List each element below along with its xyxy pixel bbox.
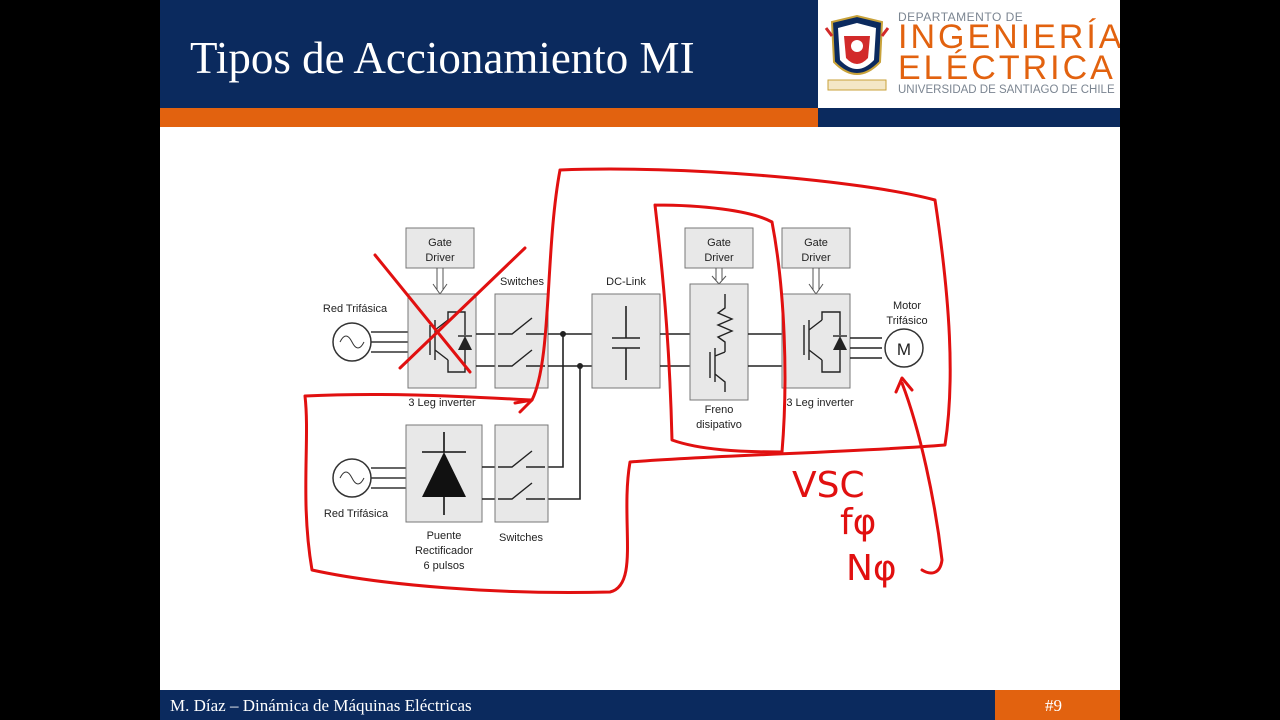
svg-text:DC-Link: DC-Link xyxy=(606,276,646,288)
svg-text:Switches: Switches xyxy=(500,276,545,288)
inverter-block-right: 3 Leg inverter xyxy=(781,293,854,409)
svg-text:Red Trifásica: Red Trifásica xyxy=(324,508,389,520)
handwritten-notes: VSC fφ Nφ xyxy=(792,465,897,589)
svg-text:Puente: Puente xyxy=(427,530,462,542)
svg-text:disipativo: disipativo xyxy=(696,419,742,431)
rectifier-block: Puente Rectificador 6 pulsos xyxy=(405,424,483,572)
motor-symbol: Motor Trifásico M xyxy=(884,300,928,368)
svg-text:M: M xyxy=(897,340,911,359)
svg-text:6 pulsos: 6 pulsos xyxy=(424,560,465,572)
svg-text:Motor: Motor xyxy=(893,300,921,312)
footer-number-box xyxy=(995,690,1120,720)
dc-link-capacitor: DC-Link xyxy=(591,276,661,389)
svg-text:Rectificador: Rectificador xyxy=(415,545,473,557)
header-right-stripe xyxy=(818,108,1120,127)
svg-text:Driver: Driver xyxy=(801,252,831,264)
slide: Tipos de Accionamiento MI DEPARTAMENTO D… xyxy=(160,0,1120,720)
svg-text:fφ: fφ xyxy=(840,502,876,543)
header-accent-stripe xyxy=(160,108,818,127)
slide-title: Tipos de Accionamiento MI xyxy=(190,33,695,83)
slide-number: #9 xyxy=(1045,696,1062,715)
gate-driver-right: Gate Driver xyxy=(781,227,851,295)
gate-driver-left: Gate Driver xyxy=(405,227,475,295)
svg-text:Trifásico: Trifásico xyxy=(886,315,927,327)
svg-text:Driver: Driver xyxy=(704,252,734,264)
header-bar xyxy=(160,0,818,108)
svg-text:Driver: Driver xyxy=(425,252,455,264)
footer-author-course: M. Díaz – Dinámica de Máquinas Eléctrica… xyxy=(170,696,472,715)
svg-text:Nφ: Nφ xyxy=(846,548,897,589)
svg-text:Red Trifásica: Red Trifásica xyxy=(323,303,388,315)
svg-text:Gate: Gate xyxy=(428,237,452,249)
svg-text:VSC: VSC xyxy=(792,465,865,506)
department-name-line1: INGENIERÍA xyxy=(898,18,1120,56)
grid-source-bottom: Red Trifásica xyxy=(324,458,406,520)
svg-text:Gate: Gate xyxy=(804,237,828,249)
drive-topology-diagram: Gate Driver Gate Driver Gate Driver Red … xyxy=(303,167,952,595)
brake-chopper-block: Freno disipativo xyxy=(689,283,749,431)
hand-annotations xyxy=(303,167,952,595)
department-label: DEPARTAMENTO DE xyxy=(898,10,1024,24)
switches-bottom: Switches xyxy=(494,424,549,544)
svg-text:3 Leg inverter: 3 Leg inverter xyxy=(786,397,854,409)
svg-text:3 Leg inverter: 3 Leg inverter xyxy=(408,397,476,409)
department-name-line2: ELÉCTRICA xyxy=(898,49,1116,87)
footer-bar xyxy=(160,690,995,720)
university-name: UNIVERSIDAD DE SANTIAGO DE CHILE xyxy=(898,84,1115,96)
svg-text:Freno: Freno xyxy=(705,404,734,416)
svg-text:Gate: Gate xyxy=(707,237,731,249)
svg-text:Switches: Switches xyxy=(499,532,544,544)
grid-source-top: Red Trifásica xyxy=(323,303,408,362)
gate-driver-brake: Gate Driver xyxy=(684,227,754,285)
university-logo xyxy=(824,14,890,91)
